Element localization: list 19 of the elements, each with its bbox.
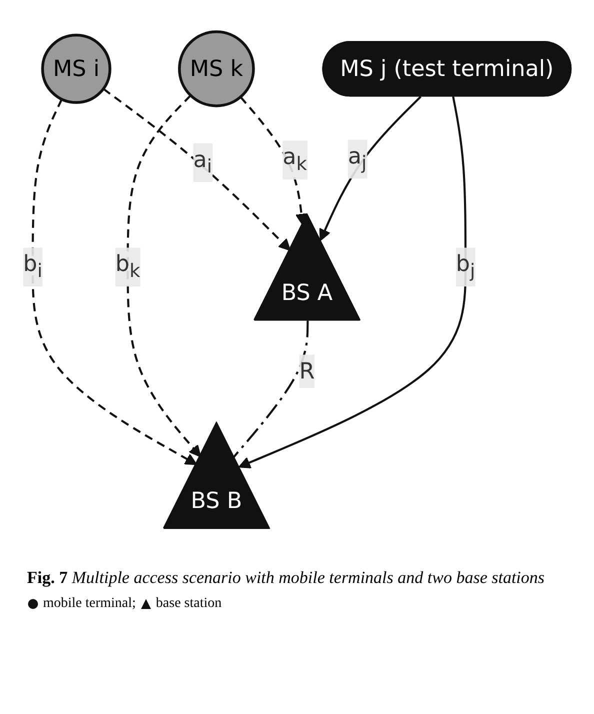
edge-label: R <box>299 357 315 384</box>
node-circle: MS k <box>178 30 255 108</box>
arrow <box>238 96 467 468</box>
edge-label: a$_{i}$ <box>193 146 212 178</box>
edge-label: a$_{k}$ <box>282 143 307 176</box>
arrow <box>319 96 422 242</box>
edge-label: b$_{k}$ <box>115 250 140 283</box>
edge-label: a$_{j}$ <box>348 142 367 175</box>
node-circle: MS i <box>41 34 112 104</box>
figure-caption: Fig. 7 Multiple access scenario with mobile terminals and two base stations <box>27 568 546 588</box>
arrow <box>240 96 308 226</box>
edge-label: b$_{i}$ <box>23 250 42 283</box>
edge-label: b$_{j}$ <box>456 250 476 283</box>
arrow <box>32 98 198 466</box>
legend-text: base station <box>156 596 222 612</box>
arrow <box>102 88 291 251</box>
legend-text: mobile terminal; <box>43 596 136 612</box>
arrow <box>126 94 202 458</box>
connector <box>233 320 309 458</box>
